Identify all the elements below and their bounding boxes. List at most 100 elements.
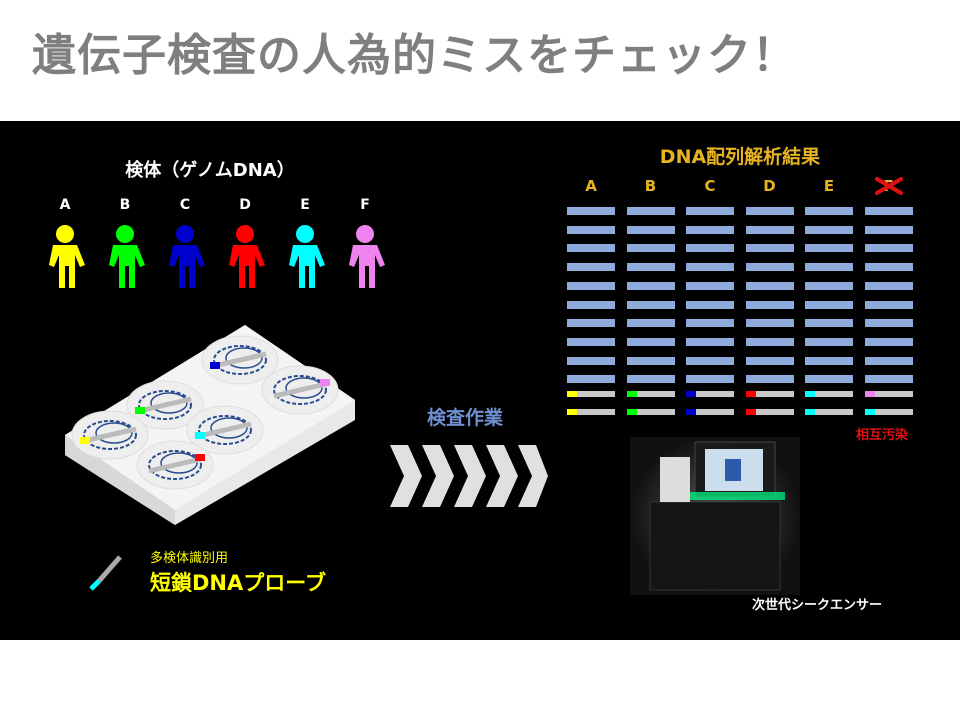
probe-legend-title: 短鎖DNAプローブ: [150, 571, 326, 595]
probe-read: [805, 408, 853, 415]
probe-read: [567, 408, 615, 415]
sequence-band: [864, 225, 913, 234]
sequence-band: [686, 281, 734, 290]
probe-tag: [864, 391, 875, 397]
probe-icon: [89, 555, 122, 591]
probe-read: [805, 391, 853, 397]
sequence-band: [864, 337, 913, 346]
sample-label: D: [239, 197, 251, 213]
probe-read: [745, 408, 794, 415]
probe-tag: [686, 391, 696, 397]
probe-read: [686, 408, 734, 415]
sequence-band: [567, 244, 615, 253]
samples-heading: 検体（ゲノムDNA）: [125, 160, 295, 181]
sequence-band: [805, 263, 853, 272]
sample-label: A: [59, 197, 71, 213]
sequence-band: [626, 207, 675, 215]
sequence-band: [626, 263, 675, 272]
sequence-band: [864, 300, 913, 309]
sequence-band: [686, 207, 734, 215]
result-column-label: B: [644, 177, 657, 195]
sequence-band: [745, 263, 794, 272]
slide-title: 遺伝子検査の人為的ミスをチェック！: [32, 30, 797, 81]
result-column-label: E: [823, 177, 835, 195]
sequence-band: [745, 337, 794, 346]
sequence-band: [686, 244, 734, 253]
sequence-band: [745, 207, 794, 215]
sequence-band: [567, 319, 615, 328]
sequence-band: [864, 281, 913, 290]
person-icon: [229, 225, 265, 288]
sequence-band: [805, 225, 853, 234]
sequence-band: [626, 225, 675, 234]
result-column-label: A: [585, 177, 597, 195]
sample-well: [261, 365, 339, 415]
well-plate-illustration: [65, 325, 355, 525]
probe-tag: [745, 391, 756, 397]
probe-read: [686, 391, 734, 397]
sequence-band: [567, 337, 615, 346]
rejected-x-icon: [874, 177, 903, 195]
probe-tag: [626, 408, 637, 415]
probe-read: [626, 408, 675, 415]
sequence-band: [805, 356, 853, 365]
process-label: 検査作業: [426, 407, 503, 429]
probe-tag: [745, 408, 756, 415]
sequence-band: [567, 281, 615, 290]
sequence-band: [745, 244, 794, 253]
sequence-band: [567, 300, 615, 309]
probe-tag: [686, 408, 696, 415]
sequence-band: [686, 375, 734, 384]
probe-read: [864, 391, 913, 397]
sample-label: C: [179, 197, 191, 213]
process-arrows: [390, 445, 548, 507]
sequence-band: [864, 356, 913, 365]
sample-label: E: [300, 197, 310, 213]
chevron-arrow-icon: [454, 445, 486, 507]
sample-well: [201, 335, 279, 385]
probe-legend-sub: 多検体識別用: [150, 551, 229, 566]
probe-tag: [805, 408, 815, 415]
person-icon: [109, 225, 145, 288]
sample-label: F: [360, 197, 370, 213]
sequence-band: [805, 281, 853, 290]
result-column-label: D: [763, 177, 776, 195]
sequence-band: [626, 319, 675, 328]
chevron-arrow-icon: [422, 445, 454, 507]
sequence-band: [805, 375, 853, 384]
cross-contamination-label: 相互汚染: [856, 428, 909, 443]
sequencer-label: 次世代シークエンサー: [752, 598, 883, 613]
sample-well: [186, 405, 264, 455]
sequence-band: [864, 207, 913, 215]
sequence-band: [567, 207, 615, 215]
sequence-band: [805, 337, 853, 346]
sequence-band: [745, 300, 794, 309]
sequencer-photo: [630, 437, 800, 595]
probe-read: [626, 391, 675, 397]
sequence-band: [745, 281, 794, 290]
sequence-band: [745, 375, 794, 384]
probe-tag: [567, 391, 577, 397]
sequence-band: [626, 356, 675, 365]
sequence-band: [686, 356, 734, 365]
sequence-band: [686, 225, 734, 234]
probe-read: [864, 408, 913, 415]
sample-well: [136, 440, 214, 490]
sequence-band: [864, 319, 913, 328]
sequence-band: [567, 225, 615, 234]
sequence-band: [805, 244, 853, 253]
sequence-band: [805, 300, 853, 309]
sequence-band: [567, 263, 615, 272]
results-heading: DNA配列解析結果: [659, 146, 821, 168]
sequence-band: [864, 375, 913, 384]
sequence-band: [626, 300, 675, 309]
probe-tag: [626, 391, 637, 397]
sequence-band: [626, 244, 675, 253]
sequence-band: [745, 225, 794, 234]
probe-read: [567, 391, 615, 397]
sequence-band: [745, 356, 794, 365]
chevron-arrow-icon: [390, 445, 422, 507]
sequence-band: [686, 337, 734, 346]
sequence-band: [567, 375, 615, 384]
sequence-band: [686, 319, 734, 328]
